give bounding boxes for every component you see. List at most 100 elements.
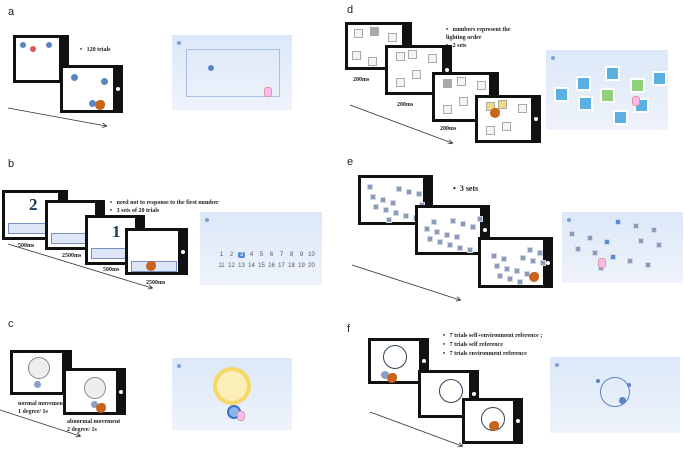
target-dot bbox=[30, 46, 36, 52]
hand-icon bbox=[95, 100, 105, 110]
item-icon bbox=[370, 194, 377, 201]
item-icon[interactable] bbox=[574, 246, 581, 252]
tablet-c2 bbox=[63, 368, 126, 415]
item-icon[interactable] bbox=[650, 227, 657, 233]
self-ball[interactable] bbox=[619, 397, 626, 404]
number-cell[interactable]: 1 bbox=[219, 252, 224, 258]
screen-c bbox=[172, 358, 292, 430]
clock-dial bbox=[28, 357, 50, 379]
number-cell[interactable]: 6 bbox=[269, 252, 274, 258]
item-icon bbox=[393, 209, 400, 216]
button-ball bbox=[34, 381, 41, 388]
number-cell[interactable]: 19 bbox=[298, 263, 305, 269]
item-icon bbox=[529, 257, 536, 264]
reference-circle bbox=[600, 377, 630, 407]
item-icon[interactable] bbox=[645, 262, 651, 268]
item-icon bbox=[456, 244, 463, 251]
ball bbox=[89, 100, 96, 107]
item-icon[interactable] bbox=[632, 223, 639, 229]
item-icon[interactable] bbox=[604, 239, 611, 245]
item-icon bbox=[386, 217, 393, 224]
number-cell[interactable]: 9 bbox=[299, 252, 304, 258]
item-icon bbox=[446, 241, 453, 248]
item-icon bbox=[503, 265, 510, 272]
item-icon[interactable] bbox=[586, 235, 593, 241]
timing: 500ms bbox=[18, 243, 35, 249]
note: • 120 trials bbox=[80, 47, 111, 53]
item-icon bbox=[453, 234, 460, 241]
hand-icon bbox=[96, 403, 106, 413]
item-icon[interactable] bbox=[627, 258, 634, 264]
timing: 200ms bbox=[440, 126, 457, 132]
tablet-f3 bbox=[462, 398, 523, 444]
pointer-icon bbox=[598, 258, 606, 268]
screen-f bbox=[550, 357, 680, 433]
timing: 2500ms bbox=[146, 280, 166, 286]
number-cell[interactable]: 20 bbox=[308, 263, 315, 269]
number-cell[interactable]: 16 bbox=[268, 263, 275, 269]
number-cell[interactable]: 15 bbox=[258, 263, 265, 269]
item-icon[interactable] bbox=[615, 219, 622, 225]
item-icon bbox=[443, 231, 450, 238]
item-icon bbox=[469, 223, 476, 230]
panel-label-a: a bbox=[8, 6, 15, 18]
number-cell[interactable]: 18 bbox=[288, 263, 295, 269]
item-icon bbox=[526, 247, 533, 254]
item-icon bbox=[373, 204, 380, 211]
item-icon bbox=[476, 216, 483, 223]
number-cell[interactable]: 5 bbox=[259, 252, 264, 258]
number-cell[interactable]: 7 bbox=[279, 252, 284, 258]
pointer-icon bbox=[264, 87, 272, 97]
ball[interactable] bbox=[208, 65, 214, 71]
number-cell[interactable]: 4 bbox=[249, 252, 254, 258]
number-cell[interactable]: 2 bbox=[229, 252, 234, 258]
item-icon bbox=[367, 184, 373, 190]
item-icon bbox=[427, 236, 434, 243]
item-icon[interactable] bbox=[638, 238, 645, 244]
item-icon bbox=[506, 275, 513, 282]
item-icon bbox=[406, 188, 413, 195]
screen-d bbox=[546, 50, 668, 130]
tablet-c1 bbox=[10, 350, 72, 395]
number-cell[interactable]: 3 bbox=[238, 252, 245, 258]
clock-dial bbox=[217, 371, 247, 401]
note: • 7 trials self+environment reference ; bbox=[443, 333, 543, 339]
screen-a bbox=[172, 35, 292, 110]
panel-label-b: b bbox=[8, 158, 15, 170]
number-cell[interactable]: 11 bbox=[218, 263, 225, 269]
number-cell[interactable]: 12 bbox=[228, 263, 235, 269]
tablet-e3 bbox=[478, 237, 553, 288]
note: • 3 sets bbox=[453, 184, 479, 193]
item-icon bbox=[513, 268, 520, 275]
item-icon[interactable] bbox=[656, 242, 662, 248]
item-icon bbox=[536, 250, 543, 257]
hand-icon bbox=[529, 272, 539, 282]
ball bbox=[46, 42, 52, 48]
stimulus-number: 1 bbox=[112, 222, 121, 241]
item-icon bbox=[389, 199, 396, 206]
panel-label-d: d bbox=[347, 4, 354, 16]
item-icon[interactable] bbox=[609, 254, 616, 260]
number-cell[interactable]: 13 bbox=[238, 263, 245, 269]
item-icon bbox=[430, 218, 437, 225]
tablet-b4 bbox=[125, 228, 188, 275]
number-cell[interactable]: 8 bbox=[289, 252, 294, 258]
item-icon[interactable] bbox=[592, 250, 599, 256]
number-cell[interactable]: 10 bbox=[308, 252, 315, 258]
hand-icon bbox=[490, 108, 500, 118]
pointer-icon bbox=[632, 96, 640, 106]
pointer-icon bbox=[237, 411, 245, 421]
item-icon bbox=[496, 273, 503, 280]
number-cell[interactable]: 17 bbox=[278, 263, 285, 269]
note: • 7 trials environment reference bbox=[443, 351, 527, 357]
item-icon bbox=[396, 186, 403, 193]
number-cell[interactable]: 14 bbox=[248, 263, 255, 269]
item-icon[interactable] bbox=[569, 231, 576, 237]
note: • need not to response to the first numb… bbox=[110, 200, 219, 206]
ball bbox=[71, 74, 78, 81]
tablet-b1: 2 bbox=[2, 190, 68, 240]
tablet-e2 bbox=[415, 205, 490, 255]
tablet-d2 bbox=[385, 45, 452, 95]
